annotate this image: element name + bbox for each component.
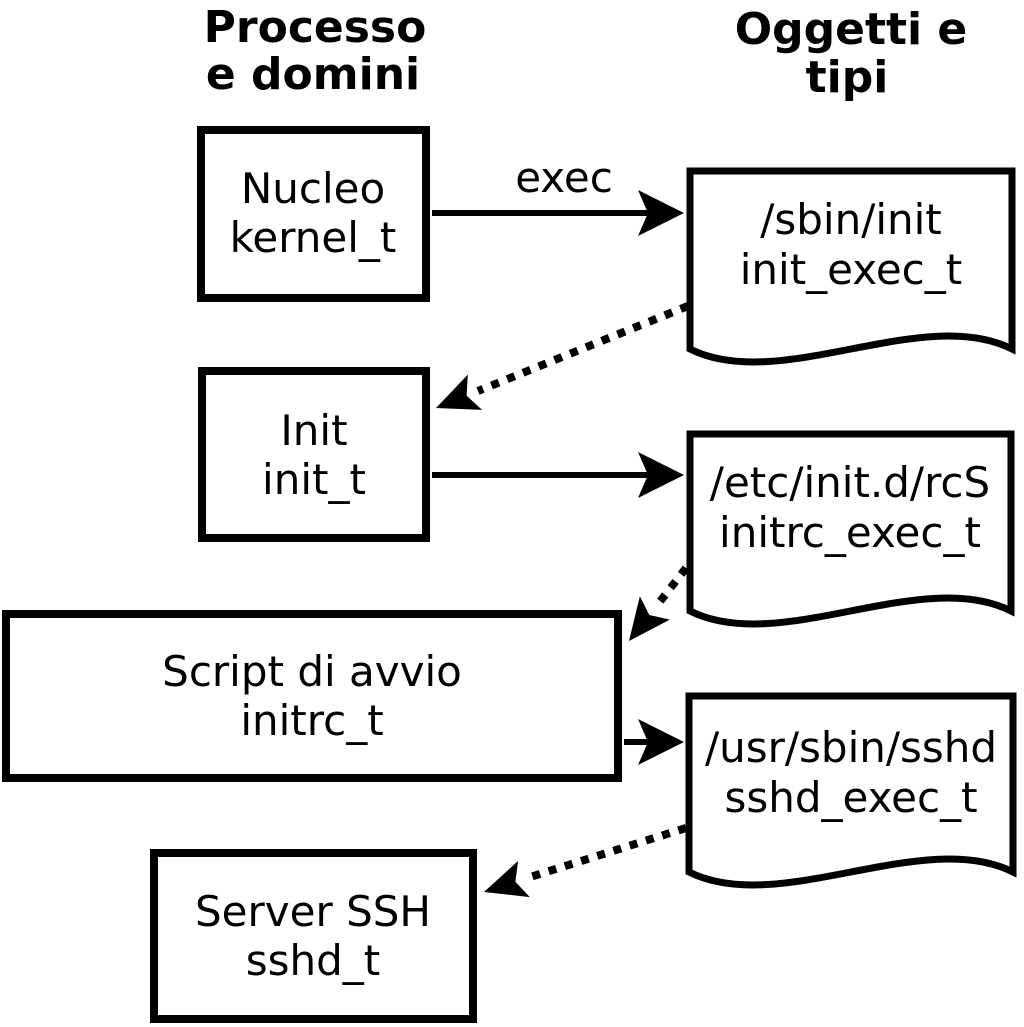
header-right-line2: tipi [806, 52, 889, 103]
exec-arrow-initrc-to-sshd [624, 719, 684, 765]
process-init-label: Init [280, 406, 347, 455]
process-kernel-domain: kernel_t [230, 213, 397, 262]
process-box-initrc-outline [2, 610, 622, 782]
object-doc-initrc-shape [686, 430, 1015, 628]
transition-arrow-3-head [484, 860, 530, 898]
header-left-line2: e domini [206, 49, 420, 100]
transition-arrow-2-line [651, 565, 690, 611]
transition-arrow-2-head [629, 596, 670, 641]
exec-arrow-3-head [638, 719, 684, 765]
transition-arrow-init [436, 302, 690, 410]
column-header-processes: Processo e domini [204, 2, 427, 100]
transition-arrow-3-line [522, 824, 688, 883]
process-box-initrc: Script di avvio initrc_t [2, 610, 622, 782]
exec-arrow-1-head [638, 190, 684, 236]
header-left-line1: Processo [204, 2, 427, 53]
process-box-sshd-outline [150, 849, 477, 1023]
object-sshd-path: /usr/sbin/sshd [705, 723, 997, 772]
transition-arrow-1-line [476, 302, 690, 395]
object-initrc-type: initrc_exec_t [719, 508, 981, 557]
process-initrc-label: Script di avvio [162, 647, 462, 696]
object-doc-sshd: /usr/sbin/sshd sshd_exec_t [685, 692, 1017, 889]
process-initrc-domain: initrc_t [240, 696, 383, 745]
exec-label: exec [515, 153, 613, 202]
exec-arrow-kernel-to-init: exec [432, 153, 684, 236]
process-init-domain: init_t [262, 455, 366, 504]
transition-arrow-initrc [629, 565, 690, 641]
object-doc-init: /sbin/init init_exec_t [686, 167, 1016, 366]
exec-arrow-init-to-rcs [432, 452, 684, 498]
object-doc-init-shape [686, 167, 1016, 366]
header-right-line1: Oggetti e [735, 4, 968, 55]
exec-arrow-2-head [638, 452, 684, 498]
process-box-kernel-outline [197, 126, 430, 302]
object-sshd-type: sshd_exec_t [724, 773, 977, 822]
process-box-sshd: Server SSH sshd_t [150, 849, 477, 1023]
object-init-type: init_exec_t [740, 245, 963, 294]
object-doc-sshd-shape [685, 692, 1017, 889]
transition-arrow-sshd [484, 824, 688, 898]
process-box-kernel: Nucleo kernel_t [197, 126, 430, 302]
object-init-path: /sbin/init [760, 195, 942, 244]
process-kernel-label: Nucleo [241, 164, 385, 213]
column-header-objects: Oggetti e tipi [735, 4, 968, 103]
process-box-init-outline [198, 367, 430, 542]
process-box-init: Init init_t [198, 367, 430, 542]
object-initrc-path: /etc/init.d/rcS [710, 458, 990, 507]
transition-arrow-1-head [436, 374, 483, 410]
process-sshd-domain: sshd_t [246, 936, 381, 985]
process-sshd-label: Server SSH [195, 887, 431, 936]
object-doc-initrc: /etc/init.d/rcS initrc_exec_t [686, 430, 1015, 628]
